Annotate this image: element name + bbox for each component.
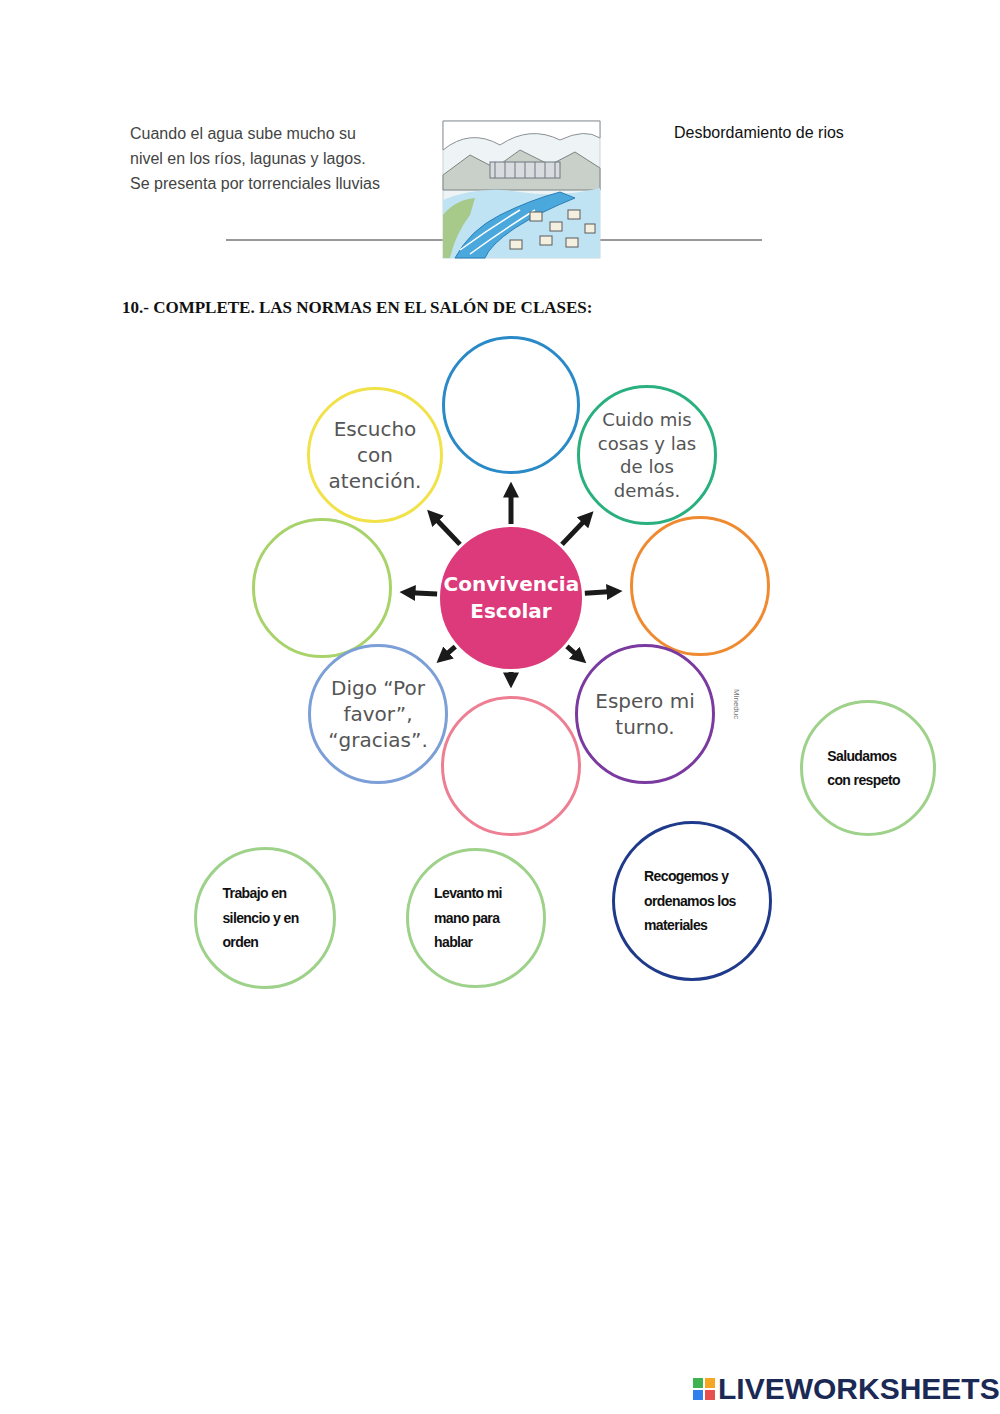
liveworksheets-logo-icon (693, 1378, 715, 1400)
rule-text: Trabajo en silencio y en orden (222, 881, 307, 955)
arrow-connector (406, 592, 437, 594)
watermark: Mineduc (731, 689, 741, 749)
rule-text: Espero mi turno. (591, 688, 700, 740)
rule-text: Cuido mis cosas y las de los demás. (593, 408, 702, 502)
rule-circle-empty (441, 696, 581, 836)
answer-circle: Trabajo en silencio y en orden (194, 847, 336, 989)
arrow-connector (562, 516, 589, 545)
arrow-connector (509, 672, 514, 682)
rule-circle: Cuido mis cosas y las de los demás. (577, 385, 717, 525)
rule-circle-empty (252, 518, 392, 658)
rule-circle-empty (630, 516, 770, 656)
answer-circle: Recogemos y ordenamos los materiales (612, 821, 772, 981)
brand-logo: LIVEWORKSHEETS (718, 1371, 998, 1407)
definition-text-box: Cuando el agua sube mucho su nivel en lo… (130, 121, 380, 196)
answer-circle: Saludamos con respeto (800, 700, 936, 836)
center-circle: Convivencia Escolar (440, 527, 582, 669)
rule-circle: Espero mi turno. (575, 644, 715, 784)
definition-text: Cuando el agua sube mucho su nivel en lo… (130, 121, 380, 196)
brand-logo-box: LIVEWORKSHEETS (718, 1371, 998, 1407)
rule-text: Levanto mi mano para hablar (434, 881, 518, 955)
rule-text: Saludamos con respeto (827, 744, 909, 793)
watermark-box: Mineduc (731, 689, 741, 749)
rule-text: Escucho con atención. (322, 416, 427, 494)
rule-circle-empty (442, 336, 580, 474)
rule-circle: Escucho con atención. (307, 387, 443, 523)
flood-illustration (443, 121, 600, 258)
arrow-connector (585, 591, 616, 593)
center-label: Convivencia Escolar (444, 571, 579, 625)
rule-circle: Digo “Por favor”, “gracias”. (308, 644, 448, 784)
exercise-heading: 10.- COMPLETE. LAS NORMAS EN EL SALÓN DE… (122, 298, 882, 318)
arrow-connector (509, 488, 514, 524)
arrow-connector (441, 647, 455, 659)
arrow-connector (432, 514, 460, 544)
rule-text: Recogemos y ordenamos los materiales (644, 864, 740, 938)
answer-text-box: Desbordamiento de rios (674, 122, 894, 144)
answer-text: Desbordamiento de rios (674, 122, 894, 144)
rule-text: Digo “Por favor”, “gracias”. (324, 675, 433, 753)
answer-circle: Levanto mi mano para hablar (406, 848, 546, 988)
heading-box: 10.- COMPLETE. LAS NORMAS EN EL SALÓN DE… (122, 298, 882, 318)
arrow-connector (567, 646, 582, 659)
